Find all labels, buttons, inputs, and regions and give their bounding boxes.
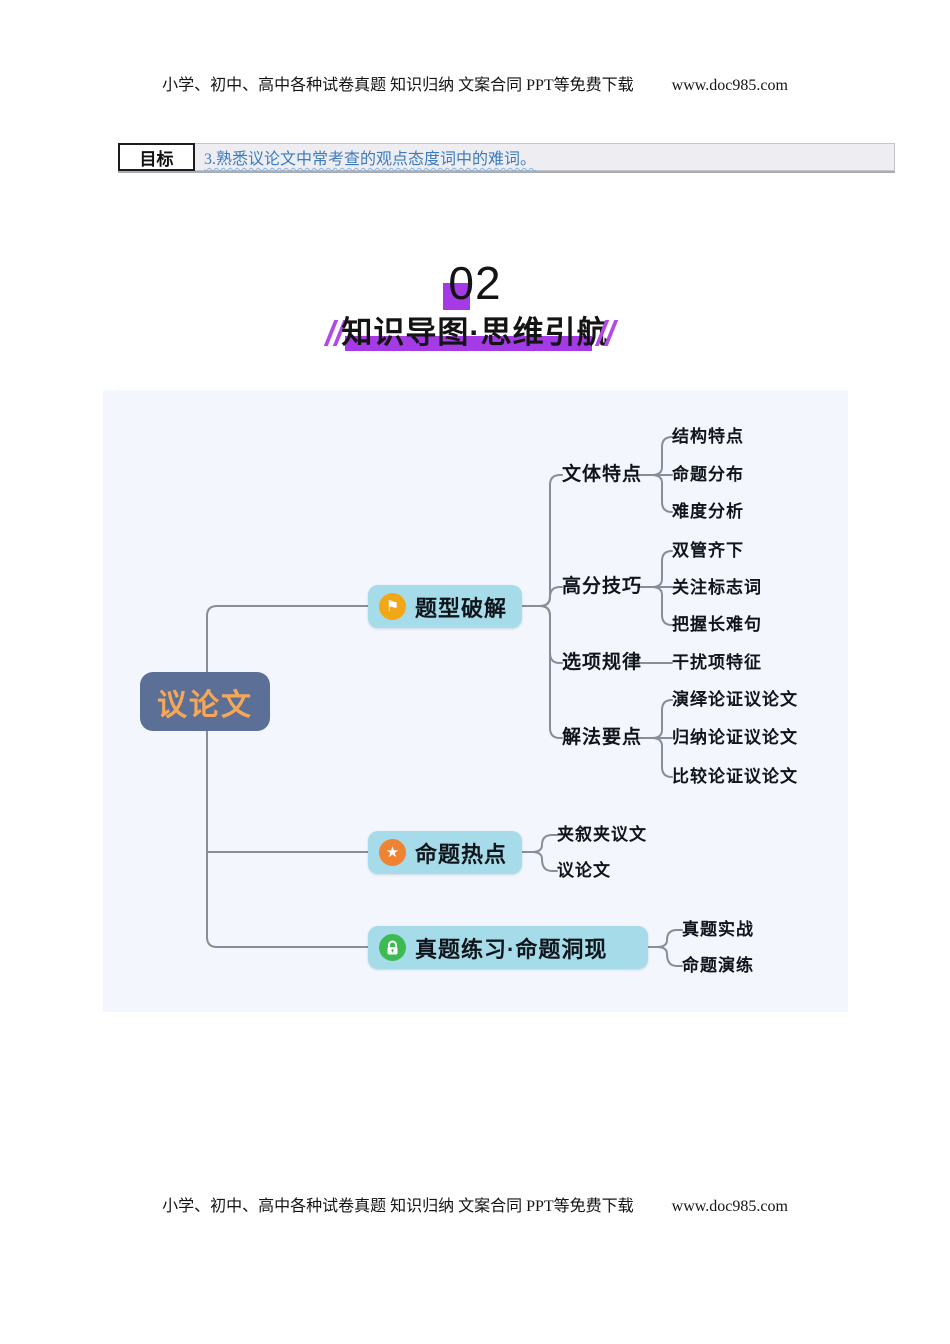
footer-site-url: www.doc985.com	[671, 1198, 788, 1215]
section-number-square	[443, 283, 470, 310]
lvl2-label-solution-points: 解法要点	[562, 727, 643, 748]
mindmap-connectors	[206, 436, 683, 967]
leaf-deductive-essay: 演绎论证议论文	[672, 690, 798, 709]
branch-node-question-types: ⚑ 题型破解	[368, 585, 522, 628]
leaf-marker-words: 关注标志词	[672, 578, 762, 597]
leaf-question-distribution: 命题分布	[672, 465, 744, 484]
mindmap-root-node: 议论文	[140, 672, 270, 731]
leaf-comparative-essay: 比较论证议论文	[672, 767, 798, 786]
leaf-real-exam-practice: 真题实战	[682, 920, 754, 939]
leaf-long-sentences: 把握长难句	[672, 615, 762, 634]
branch-label: 题型破解	[415, 595, 508, 621]
star-icon: ★	[379, 839, 406, 866]
footer-text: 小学、初中、高中各种试卷真题 知识归纳 文案合同 PPT等免费下载	[162, 1198, 634, 1215]
branch-label: 真题练习·命题洞现	[415, 936, 608, 962]
leaf-argumentative-essay: 议论文	[557, 861, 611, 880]
leaf-two-pronged: 双管齐下	[672, 541, 744, 560]
lvl2-label-high-score-skills: 高分技巧	[562, 576, 643, 597]
leaf-narrative-argument: 夹叙夹议文	[557, 825, 647, 844]
mindmap-canvas: 议论文 ⚑ 题型破解 ★ 命题热点 真题练习·命题洞现 文体特点 高分技巧 选项…	[103, 390, 848, 1012]
page-header: 小学、初中、高中各种试卷真题 知识归纳 文案合同 PPT等免费下载 www.doc…	[0, 71, 950, 95]
page-footer: 小学、初中、高中各种试卷真题 知识归纳 文案合同 PPT等免费下载 www.doc…	[0, 1192, 950, 1216]
lock-icon	[379, 934, 406, 961]
branch-node-hot-topics: ★ 命题热点	[368, 831, 522, 874]
leaf-difficulty-analysis: 难度分析	[672, 502, 744, 521]
header-text: 小学、初中、高中各种试卷真题 知识归纳 文案合同 PPT等免费下载	[162, 77, 634, 94]
header-site-url: www.doc985.com	[671, 77, 788, 94]
section-title: 知识导图·思维引航	[341, 315, 609, 350]
leaf-structure-features: 结构特点	[672, 427, 744, 446]
leaf-inductive-essay: 归纳论证议论文	[672, 728, 798, 747]
lvl2-label-stylistic-features: 文体特点	[562, 464, 643, 485]
section-number: 02	[448, 257, 502, 309]
section-title-highlight-bar	[345, 336, 592, 351]
title-right-slashes-icon	[594, 320, 619, 346]
flag-icon: ⚑	[379, 593, 406, 620]
goal-text: 3.熟悉议论文中常考查的观点态度词中的难词。	[204, 151, 537, 168]
lvl2-label-option-rules: 选项规律	[562, 652, 643, 673]
leaf-question-drill: 命题演练	[682, 956, 754, 975]
branch-node-real-practice: 真题练习·命题洞现	[368, 926, 648, 969]
leaf-distractor-features: 干扰项特征	[672, 653, 762, 672]
goal-label: 目标	[118, 143, 195, 171]
goal-body: 3.熟悉议论文中常考查的观点态度词中的难词。	[195, 143, 895, 171]
goal-box: 目标 3.熟悉议论文中常考查的观点态度词中的难词。	[118, 143, 895, 173]
branch-label: 命题热点	[415, 841, 508, 867]
